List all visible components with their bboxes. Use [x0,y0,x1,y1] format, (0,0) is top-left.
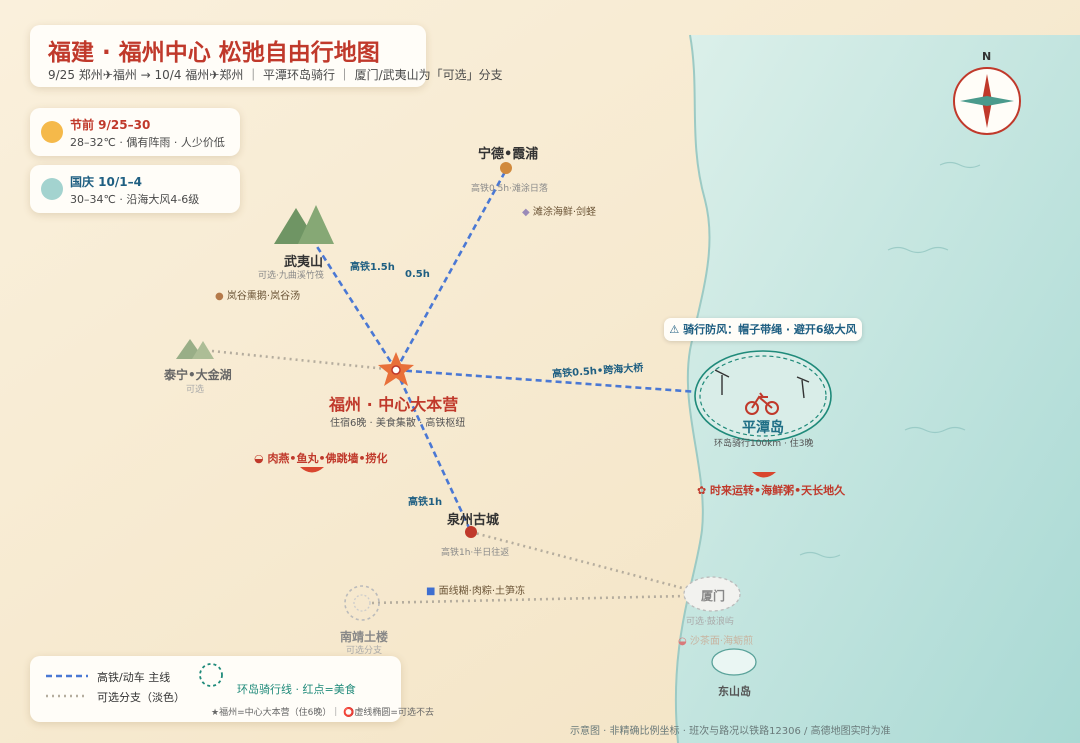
cycling-ring-icon [199,663,223,687]
place-quanzhou: 泉州古城 [447,513,500,528]
legend-line-swatches [46,674,88,698]
place-xiamen-food: ◒ 沙茶面·海蛎煎 [678,636,754,647]
noodle-icon: ■ [426,586,439,597]
title-card: 福建 · 福州中心 松弛自由行地图 9/25 郑州✈福州 → 10/4 福州✈郑… [30,25,503,87]
shell-icon: ◆ [522,207,533,218]
wind-icon [41,178,63,200]
weather-title: 国庆 10/1–4 [70,175,142,189]
crab-icon: ✿ [697,484,711,497]
bowl-icon: ◒ [254,452,268,465]
compass-rose-icon [953,67,1021,135]
place-pingtan-note: 环岛骑行100km · 住3晚 [714,439,814,449]
legend-note: ★福州=中心大本营（住6晚）｜ ⭕虚线椭圆=可选不去 [211,708,434,718]
bicycle-icon [745,392,779,415]
place-taining-note: 可选 [186,385,205,395]
place-xiamen-note: 可选·鼓浪屿 [686,617,734,627]
place-quanzhou-food: ■ 面线糊·肉粽·土笋冻 [426,586,525,597]
cycling-wind-warning: ⚠ 骑行防风：帽子带绳 · 避开6级大风 [664,318,862,341]
place-pingtan-food: ✿ 时来运转•海鲜粥•天长地久 [697,484,846,497]
place-wuyi-note: 可选·九曲溪竹筏 [258,271,324,281]
legend-main-line: 高铁/动车 主线 [97,671,171,684]
place-pingtan: 平潭岛 [742,420,784,436]
place-ningde-note: 高铁0.5h·滩涂日落 [471,184,548,194]
legend: 高铁/动车 主线 可选分支（淡色） 环岛骑行线 · 红点=美食 ★福州=中心大本… [30,656,434,722]
weather-desc: 30–34℃ · 沿海大风4-6级 [70,193,200,206]
legend-cycling: 环岛骑行线 · 红点=美食 [237,683,356,696]
wuyi-mountain-icon [274,205,334,244]
sea-area [675,35,1080,743]
weather-title: 节前 9/25–30 [70,118,151,132]
place-dongshan: 东山岛 [718,685,751,698]
place-xiamen: 厦门 [701,589,726,603]
place-quanzhou-note: 高铁1h·半日往返 [441,548,510,558]
goose-icon: ● [215,291,227,302]
legend-optional: 可选分支（淡色） [97,691,185,704]
bowl-icon: ◒ [678,636,690,647]
compass: N [952,50,1024,140]
page-title: 福建 · 福州中心 松弛自由行地图 [48,40,380,66]
page-subtitle: 9/25 郑州✈福州 → 10/4 福州✈郑州 ｜ 平潭环岛骑行 ｜ 厦门/武夷… [48,68,503,82]
compass-north-label: N [982,50,992,63]
place-ningde-food: ◆ 滩涂海鲜·剑蛏 [522,207,597,218]
route-label-quanzhou: 高铁1h [408,497,443,508]
place-fuzhou: 福州 · 中心大本营 [329,395,459,414]
place-nanjing: 南靖土楼 [340,630,389,644]
place-ningde: 宁德•霞浦 [478,147,539,162]
place-fuzhou-food: ◒ 肉燕•鱼丸•佛跳墙•捞化 [254,452,388,465]
weather-card-preholiday: 节前 9/25–30 28–32℃ · 偶有阵雨 · 人少价低 [30,108,240,156]
place-taining: 泰宁•大金湖 [164,368,232,382]
taining-mountain-icon [176,339,214,359]
map-disclaimer: 示意图 · 非精确比例坐标 · 班次与路况以铁路12306 / 高德地图实时为准 [570,726,891,737]
route-label-wuyi: 高铁1.5h [350,262,395,273]
place-nanjing-note: 可选分支 [346,646,383,656]
route-label-ningde: 0.5h [405,269,430,280]
place-wuyi: 武夷山 [284,255,324,270]
place-wuyi-food: ● 岚谷熏鹅·岚谷汤 [215,291,301,302]
sun-icon [41,121,63,143]
main-routes [314,169,699,533]
weather-desc: 28–32℃ · 偶有阵雨 · 人少价低 [70,136,225,149]
optional-routes [211,349,687,605]
weather-card-national-day: 国庆 10/1–4 30–34℃ · 沿海大风4-6级 [30,165,240,213]
place-fuzhou-note: 住宿6晚 · 美食集散 · 高铁枢纽 [330,418,466,429]
